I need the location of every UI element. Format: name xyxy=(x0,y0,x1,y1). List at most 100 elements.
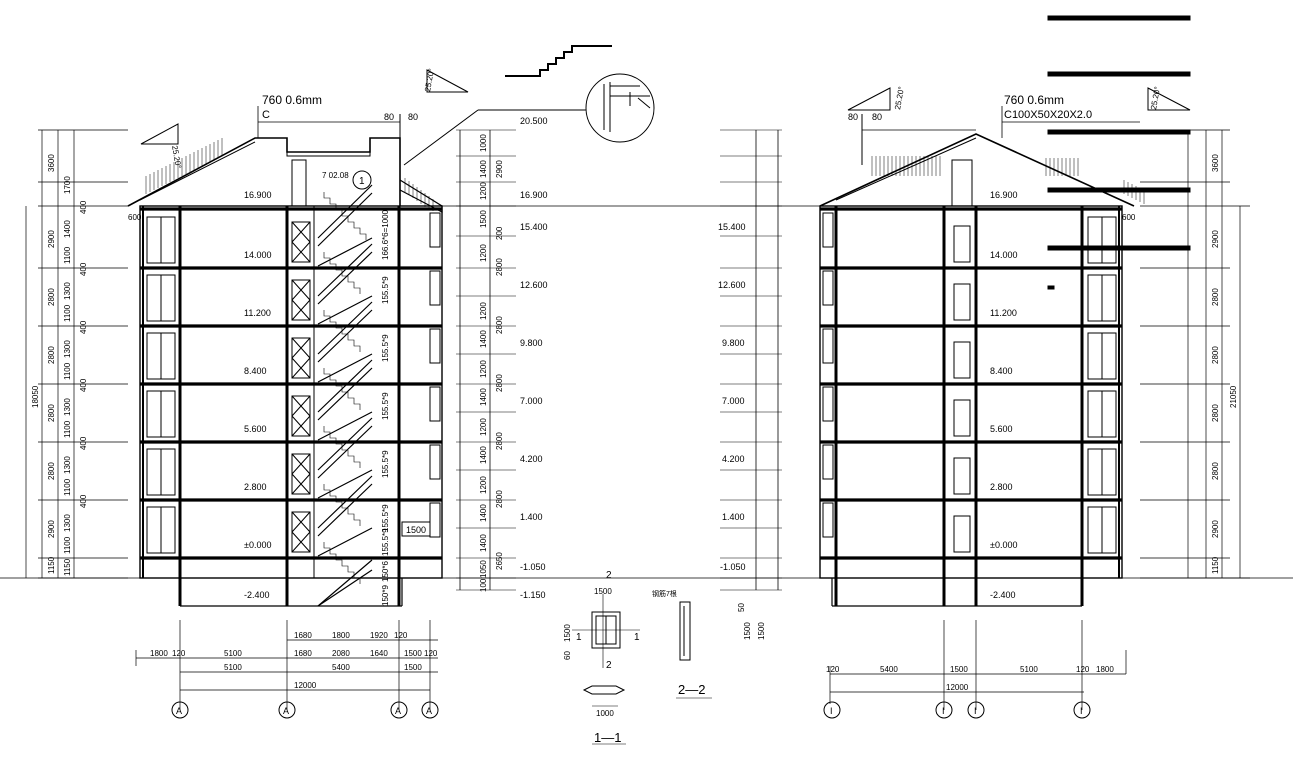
right-dim-outer-4: 2800 xyxy=(1211,346,1220,364)
left-bottom-r1-1: 1680 xyxy=(294,631,312,640)
mid-dim-12: 1200 xyxy=(479,360,488,378)
left-elev-11200: 11.200 xyxy=(244,308,271,318)
right-elev-0000: ±0.000 xyxy=(990,540,1017,550)
detail-dim-50: 50 xyxy=(737,603,746,612)
left-dim-outer-6: 2800 xyxy=(47,462,56,480)
left-axis-1: A xyxy=(176,706,182,716)
left-dim-outer-8: 1150 xyxy=(47,556,56,574)
mid-dim-5: 1500 xyxy=(479,210,488,228)
right-edge-dim: 600 xyxy=(1122,213,1136,222)
right-roof-spec-top: 760 0.6mm xyxy=(1004,93,1064,107)
riser-label-5: 155.5*9 xyxy=(381,450,390,478)
left-dim-inner-1: 1700 xyxy=(63,176,72,194)
riser-label-3: 155.5*9 xyxy=(381,334,390,362)
riser-label-9: 150*9 xyxy=(381,585,390,606)
mid-dim-21: 1400 xyxy=(479,534,488,552)
detail-width-bottom: 1000 xyxy=(596,709,614,718)
right-axis-1: I xyxy=(830,706,833,716)
left-bottom-r2-8: 120 xyxy=(424,649,438,658)
mid-elev-2: 16.900 xyxy=(520,190,548,200)
right-axis-2: I xyxy=(942,706,945,716)
mid-elev-9: -1.050 xyxy=(520,562,546,572)
bottom-dimension-lines xyxy=(135,620,1127,710)
right-left-elev-1: 15.400 xyxy=(718,222,746,232)
mid-dim-6: 1200 xyxy=(479,244,488,262)
left-dim-inner-9: 1300 xyxy=(63,340,72,358)
left-dim-inner-5: 400 xyxy=(79,262,88,276)
left-elev-8400: 8.400 xyxy=(244,366,267,376)
detail-marker-bottom: 2 xyxy=(606,660,612,671)
right-bottom-4: 5100 xyxy=(1020,665,1038,674)
detail-marker-right: 1 xyxy=(634,632,640,643)
right-dim-outer-5: 2800 xyxy=(1211,404,1220,422)
left-elev-2800: 2.800 xyxy=(244,482,267,492)
riser-label-1: 166.6*6=1000 xyxy=(381,209,390,260)
left-dim-inner-10: 1100 xyxy=(63,362,72,380)
left-dim-outer-5: 2800 xyxy=(47,404,56,422)
left-building-section xyxy=(127,106,443,607)
mid-dim-20: 2800 xyxy=(495,490,504,508)
steel-profile-bars xyxy=(1047,15,1191,290)
slope-indicators xyxy=(140,69,1191,145)
right-dim-outer-3: 2800 xyxy=(1211,288,1220,306)
left-dim-inner-17: 400 xyxy=(79,494,88,508)
middle-dimension-column xyxy=(442,129,820,591)
right-dim-outer-7: 2900 xyxy=(1211,520,1220,538)
left-bottom-r2-7: 1500 xyxy=(404,649,422,658)
right-elev-11200: 11.200 xyxy=(990,308,1017,318)
left-bottom-r1-2: 1800 xyxy=(332,631,350,640)
detail-height-2: 1500 xyxy=(743,622,752,640)
left-dim-inner-8: 400 xyxy=(79,320,88,334)
axis-markers xyxy=(171,701,1091,719)
mid-dim-9: 1200 xyxy=(479,302,488,320)
riser-label-6: 155.5*9 xyxy=(381,504,390,532)
mid-dim-19: 1400 xyxy=(479,504,488,522)
mid-dim-24: 100 xyxy=(479,578,488,592)
right-bottom-2: 5400 xyxy=(880,665,898,674)
left-axis-2: A xyxy=(283,706,289,716)
left-dim-inner-12: 1300 xyxy=(63,398,72,416)
right-left-elev-6: 1.400 xyxy=(722,512,745,522)
left-total-height: 18050 xyxy=(31,385,40,408)
riser-label-4: 155.5*9 xyxy=(381,392,390,420)
section-1-1-title: 1—1 xyxy=(594,730,621,745)
right-left-elev-3: 9.800 xyxy=(722,338,745,348)
mid-dim-13: 1400 xyxy=(479,388,488,406)
left-bottom-r2-4: 1680 xyxy=(294,649,312,658)
left-elev-5600: 5.600 xyxy=(244,424,267,434)
right-left-elev-7: -1.050 xyxy=(720,562,746,572)
left-bottom-r2-1: 1800 xyxy=(150,649,168,658)
right-elev-5600: 5.600 xyxy=(990,424,1013,434)
right-bottom-3: 1500 xyxy=(950,665,968,674)
mid-elev-6: 7.000 xyxy=(520,396,543,406)
left-dim-inner-14: 400 xyxy=(79,436,88,450)
left-dim-outer-1: 3600 xyxy=(47,154,56,172)
left-bottom-total: 12000 xyxy=(294,681,317,690)
left-bottom-r3-2: 5400 xyxy=(332,663,350,672)
left-dim-outer-3: 2800 xyxy=(47,288,56,306)
detail-marker-top: 2 xyxy=(606,570,612,581)
mid-dim-7: 2800 xyxy=(495,258,504,276)
right-bottom-total: 12000 xyxy=(946,683,969,692)
mid-dim-16: 1400 xyxy=(479,446,488,464)
mid-elev-7: 4.200 xyxy=(520,454,543,464)
mid-dim-18: 1200 xyxy=(479,476,488,494)
mid-elev-3: 15.400 xyxy=(520,222,548,232)
window-detail-drawings xyxy=(572,594,712,745)
left-edge-dim: 600 xyxy=(128,213,142,222)
mid-dim-15: 1200 xyxy=(479,418,488,436)
left-dim-inner-3: 1400 xyxy=(63,220,72,238)
right-dimension-lines xyxy=(1140,129,1250,579)
detail-note: 钢筋7根 xyxy=(652,589,677,598)
left-bottom-r1-3: 1920 xyxy=(370,631,388,640)
right-bottom-1: 120 xyxy=(826,665,840,674)
left-ridge-dim-1: 80 xyxy=(384,112,394,122)
left-dim-inner-16: 1100 xyxy=(63,478,72,496)
mid-elev-8: 1.400 xyxy=(520,512,543,522)
left-dim-inner-6: 1300 xyxy=(63,282,72,300)
detail-height-3: 1500 xyxy=(757,622,766,640)
mid-elev-1: 20.500 xyxy=(520,116,548,126)
left-dim-outer-4: 2800 xyxy=(47,346,56,364)
left-bottom-r3-3: 1500 xyxy=(404,663,422,672)
